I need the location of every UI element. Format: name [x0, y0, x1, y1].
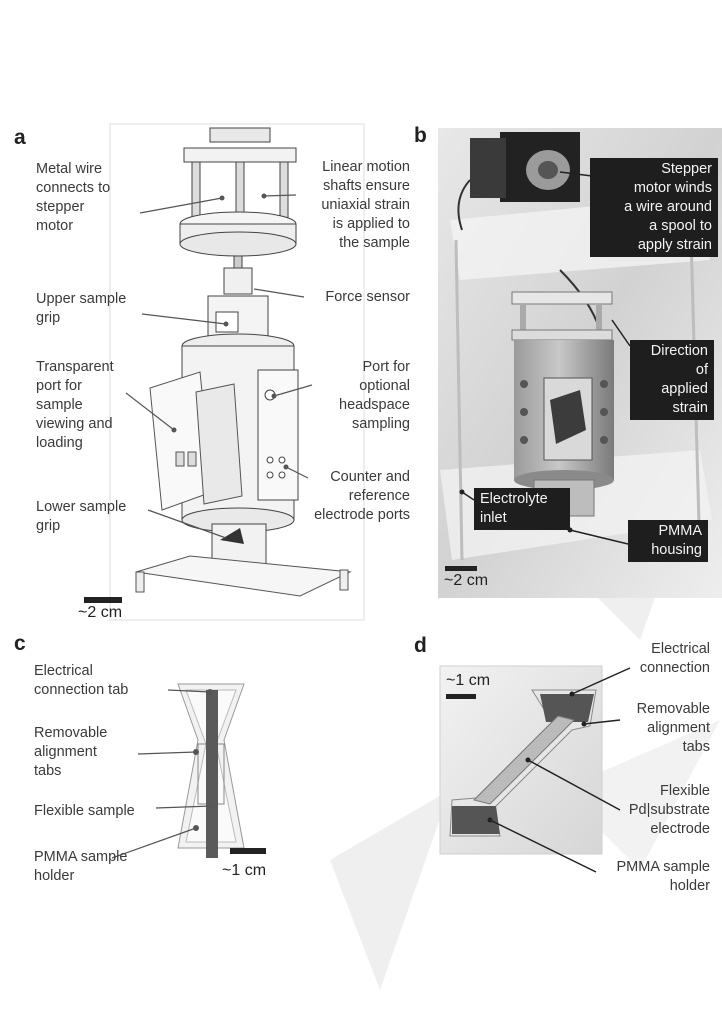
scale-label-d: ~1 cm — [446, 672, 491, 689]
scale-label-a: ~2 cm — [78, 604, 123, 621]
panel-b-letter: b — [414, 124, 427, 147]
label-c-flexible-sample: Flexible sample — [34, 803, 135, 819]
scale-label-b: ~2 cm — [444, 572, 489, 589]
panel-a-letter: a — [14, 126, 26, 149]
scale-label-c: ~1 cm — [222, 862, 267, 879]
panel-c-letter: c — [14, 632, 26, 655]
label-force-sensor: Force sensor — [325, 289, 410, 305]
panel-d-letter: d — [414, 634, 427, 657]
